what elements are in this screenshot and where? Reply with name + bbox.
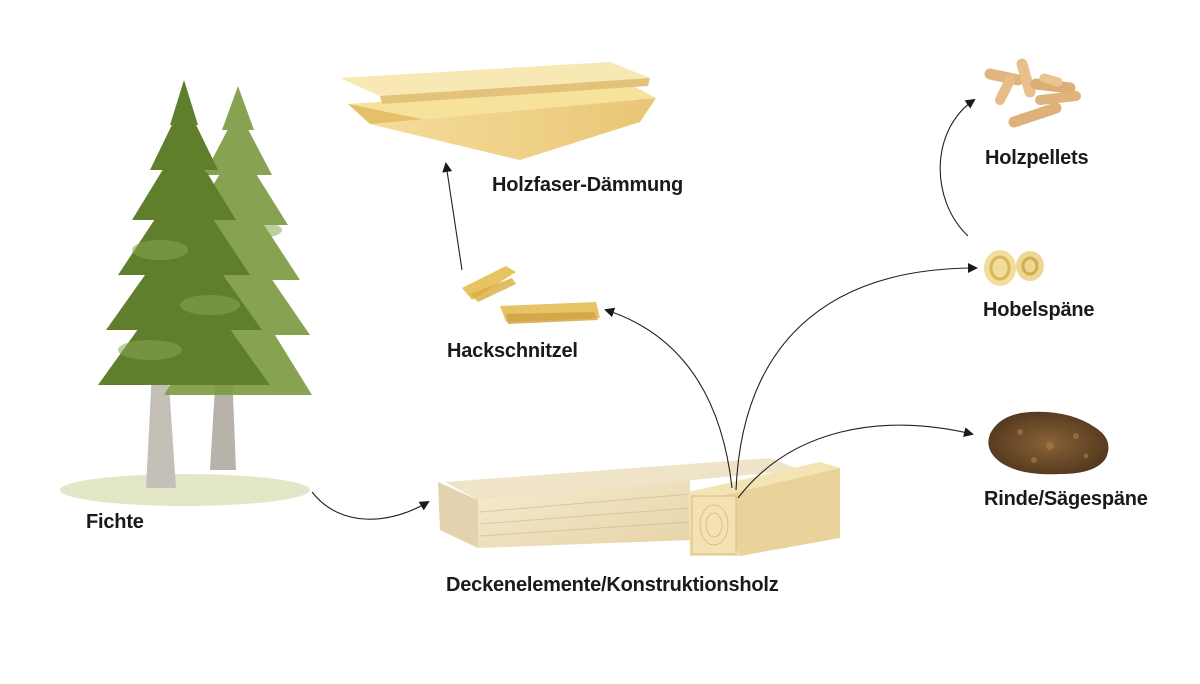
- node-label-holzpellets: Holzpellets: [985, 147, 1089, 169]
- timber-beam-illustration: [438, 458, 840, 556]
- node-label-fichte: Fichte: [86, 511, 144, 533]
- insulation-board-illustration: [340, 62, 656, 160]
- arrow-hack-to-holzfaser: [442, 162, 463, 271]
- arrow-hobel-to-pellets: [939, 98, 976, 237]
- flow-arrows: [311, 98, 978, 520]
- node-label-holzfaser: Holzfaser-Dämmung: [492, 174, 684, 196]
- arrow-fichte-to-decken: [311, 491, 430, 520]
- wood-chips-illustration: [462, 266, 600, 324]
- node-label-deckenelemente: Deckenelemente/Konstruktionsholz: [446, 574, 779, 596]
- arrow-decken-to-rinde: [737, 424, 974, 499]
- arrow-decken-to-hobel: [735, 263, 978, 491]
- node-label-rinde: Rinde/Sägespäne: [984, 488, 1148, 510]
- wood-shavings-illustration: [984, 250, 1044, 286]
- pellets-illustration: [984, 58, 1081, 128]
- spruce-tree-illustration: [60, 80, 312, 506]
- arrow-decken-to-hack: [604, 307, 733, 489]
- node-label-hackschnitzel: Hackschnitzel: [447, 340, 578, 362]
- node-label-hobelspaene: Hobelspäne: [983, 299, 1095, 321]
- bark-illustration: [988, 411, 1109, 475]
